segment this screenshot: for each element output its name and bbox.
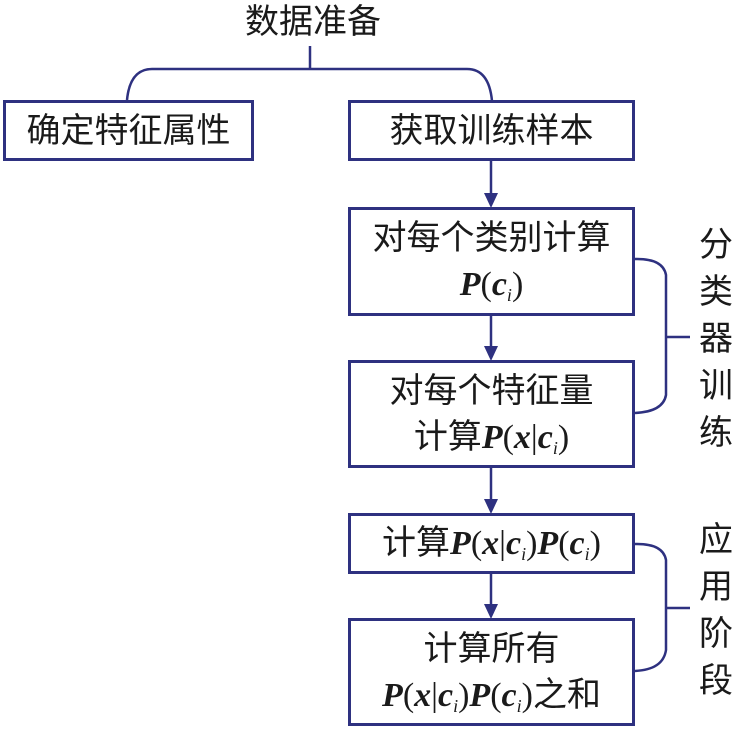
feature-probability-label: 对每个特征量: [389, 370, 594, 411]
branch-right: [310, 67, 494, 102]
feature-attributes-box: 确定特征属性: [3, 100, 254, 161]
training-samples-label: 获取训练样本: [389, 110, 594, 151]
arrow-head-3: [484, 499, 498, 514]
training-samples-box: 获取训练样本: [348, 100, 635, 161]
feature-attributes-label: 确定特征属性: [26, 110, 231, 151]
class-probability-label: 对每个类别计算: [372, 218, 611, 258]
class-probability-box: 对每个类别计算 P(ci): [348, 207, 635, 316]
feature-probability-box: 对每个特征量 计算P(x|ci): [348, 360, 635, 468]
branch-left: [125, 67, 310, 101]
sum-formula: P(x|ci)P(ci)之和: [382, 674, 601, 716]
class-probability-formula: P(ci): [459, 266, 524, 305]
data-preparation-title: 数据准备: [245, 2, 381, 42]
arrow-head-4: [484, 604, 498, 619]
product-box: 计算P(x|ci)P(ci): [348, 513, 635, 574]
application-bracket: [633, 542, 668, 673]
application-stage-label: 应 用 阶 段: [699, 520, 733, 701]
classifier-training-label: 分 类 器 训 练: [699, 225, 733, 453]
arrow-head-2: [484, 346, 498, 361]
sum-label: 计算所有: [423, 628, 560, 669]
feature-probability-formula: 计算P(x|ci): [413, 416, 570, 458]
sum-box: 计算所有 P(x|ci)P(ci)之和: [348, 618, 635, 726]
arrow-head-1: [484, 193, 498, 208]
training-bracket: [633, 257, 668, 415]
product-formula: 计算P(x|ci)P(ci): [382, 523, 601, 564]
